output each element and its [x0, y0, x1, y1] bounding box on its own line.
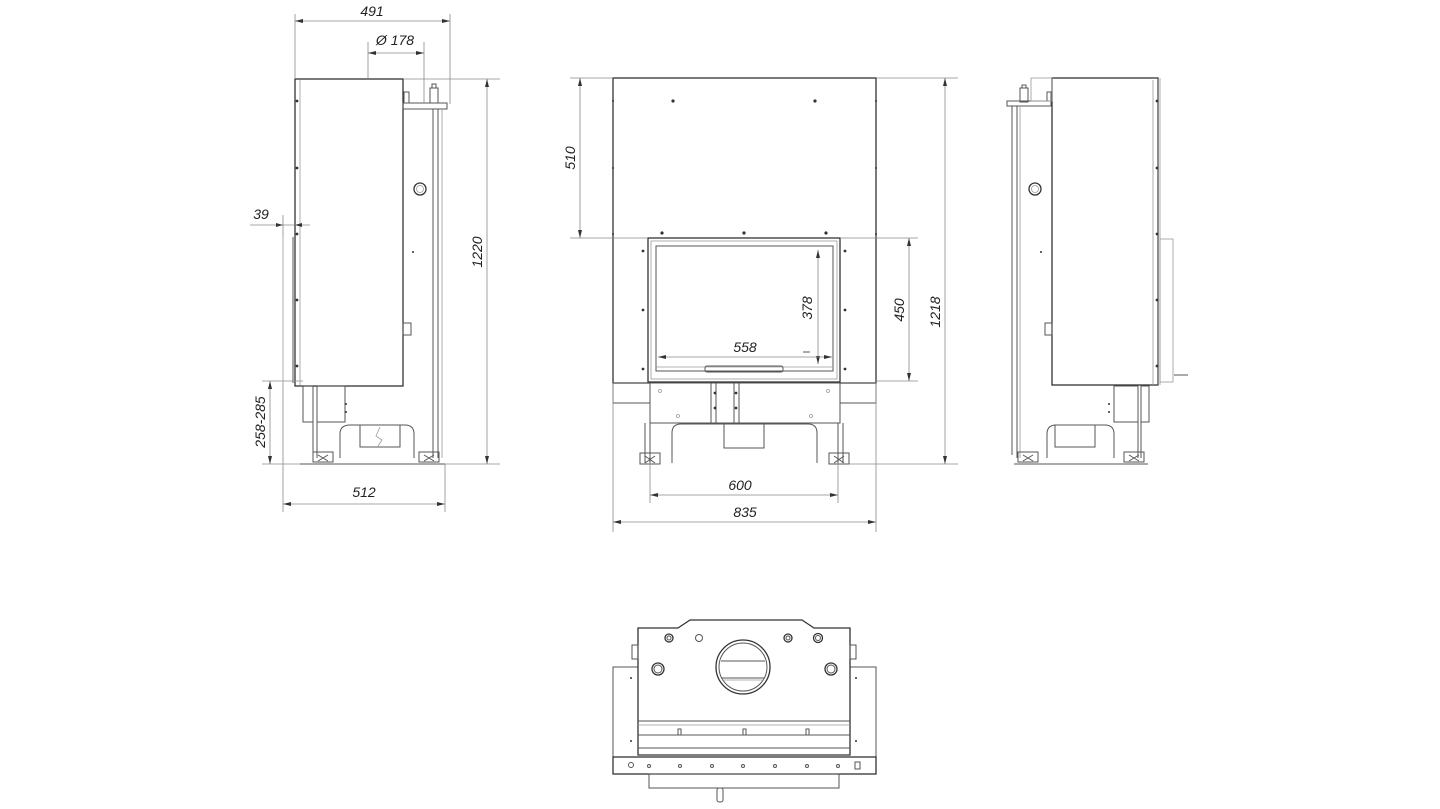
dim-height: 1220	[469, 236, 485, 267]
front-dimensions: 510 378 558 450 1218 600	[562, 77, 958, 532]
dim-leg-spacing: 600	[728, 477, 752, 493]
top-view	[612, 619, 877, 803]
dim-glass-height: 378	[799, 296, 815, 320]
left-side-dimensions: 491 Ø 178 1220 39 258-285 512	[250, 3, 500, 512]
left-side-view	[282, 78, 448, 465]
dim-total-width: 835	[733, 504, 757, 520]
dim-glass-width: 558	[733, 339, 757, 355]
dim-total-height: 1218	[927, 296, 943, 327]
dim-depth-top: 491	[360, 3, 383, 19]
right-side-view	[1006, 77, 1188, 465]
dim-front-offset: 39	[253, 206, 269, 222]
front-view	[612, 77, 877, 465]
dim-opening-height: 450	[891, 298, 907, 322]
dim-flue-diameter: Ø 178	[375, 32, 414, 48]
dim-depth-bottom: 512	[352, 484, 376, 500]
dim-leg-height: 258-285	[252, 396, 268, 449]
dim-upper-height: 510	[562, 146, 578, 170]
